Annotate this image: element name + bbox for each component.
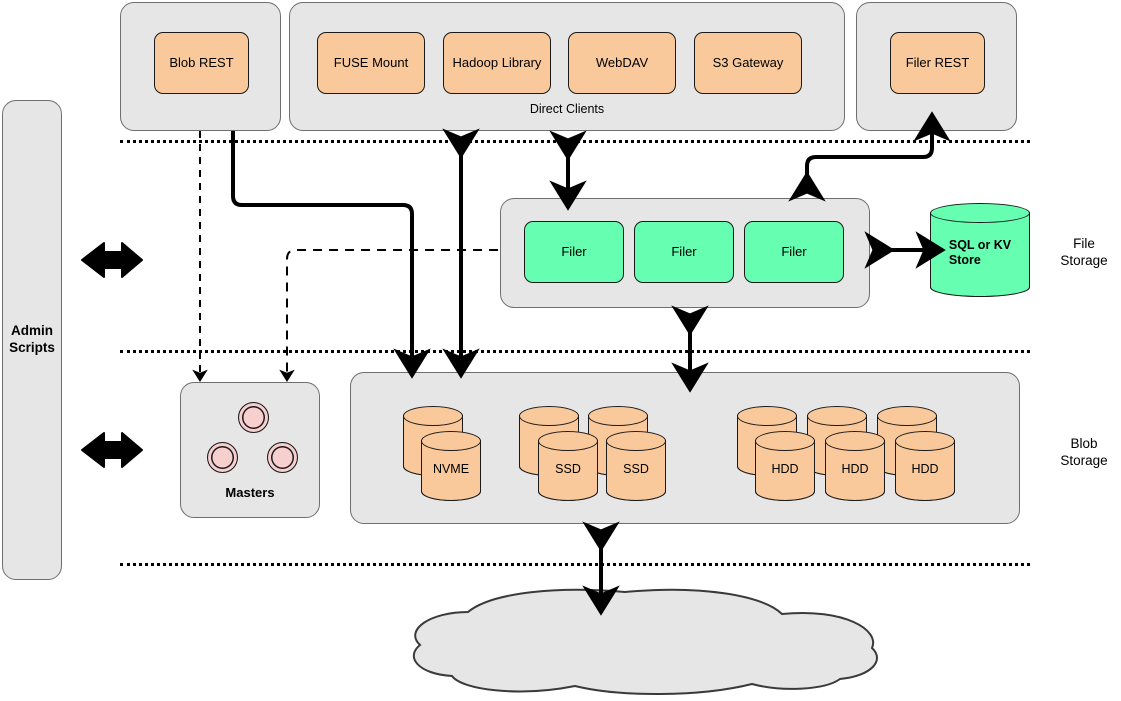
hdd-label-2: HDD [841,462,869,476]
cylinder-bottom-edge [606,482,666,501]
tier-divider-file-storage [120,350,1030,353]
tier-divider-blob-storage [120,563,1030,566]
direct-clients-caption: Direct Clients [529,102,605,117]
cylinder-top [421,431,481,451]
blob-rest-node[interactable]: Blob REST [154,32,249,94]
cylinder-bottom-edge [755,482,815,501]
nvme-cylinder-front[interactable]: NVME [421,431,481,501]
blob-storage-label-line1: Blob [1070,436,1098,452]
admin-scripts-panel[interactable]: Admin Scripts [2,100,62,580]
fuse-mount-node[interactable]: FUSE Mount [317,32,425,94]
admin-scripts-label-line2: Scripts [9,340,55,355]
cylinder-top [930,203,1030,223]
hdd-cylinder-front-2[interactable]: HDD [825,431,885,501]
filer-node-1[interactable]: Filer [524,221,624,283]
filer-rest-node[interactable]: Filer REST [890,32,985,94]
cylinder-top [403,406,463,426]
hdd-label-3: HDD [911,462,939,476]
masters-label: Masters [225,484,275,500]
master-node-1[interactable] [238,402,269,433]
filers-to-masters-link [279,249,498,382]
hdd-cylinder-front-3[interactable]: HDD [895,431,955,501]
ssd-cylinder-front-2[interactable]: SSD [606,431,666,501]
sql-or-kv-store-label: SQL or KV Store [930,203,1030,297]
admin-scripts-label: Admin Scripts [3,101,61,579]
cylinder-top [538,431,598,451]
cylinder-bottom-edge [825,482,885,501]
cylinder-body [930,212,1030,288]
sql-or-kv-store-cylinder[interactable]: SQL or KV Store [930,203,1030,297]
cylinder-top [606,431,666,451]
cylinder-top [825,431,885,451]
master-node-3[interactable] [267,442,298,473]
webdav-node[interactable]: WebDAV [568,32,676,94]
blob-rest-to-volumes-link [231,131,431,379]
volume-servers-group[interactable]: NVME SSD SSD [350,372,1020,524]
blob-rest-group[interactable]: Blob REST [120,2,281,131]
s3-gateway-node[interactable]: S3 Gateway [694,32,802,94]
filer-cluster-group[interactable]: Filer Filer Filer [500,198,870,308]
cylinder-top [737,406,797,426]
blob-storage-label-line2: Storage [1060,453,1108,468]
master-node-2[interactable] [207,442,238,473]
cylinder-top [755,431,815,451]
store-label-line1: SQL or KV [948,238,1012,252]
hdd-label-1: HDD [771,462,799,476]
file-storage-tier-label: File Storage [1048,230,1120,276]
file-storage-label-line1: File [1073,236,1095,252]
blob-storage-tier-label: Blob Storage [1048,430,1120,476]
ssd-label-1: SSD [555,462,581,476]
tier-divider-clients [120,140,1030,143]
filer-node-3[interactable]: Filer [744,221,844,283]
admin-scripts-label-line1: Admin [11,323,53,339]
cylinder-top [588,406,648,426]
cylinder-top [895,431,955,451]
admin-to-file-storage-arrow [81,242,143,278]
cylinder-bottom-edge [930,278,1030,297]
cylinder-bottom-edge [538,482,598,501]
cloud-tier-label: Cloud Tier [590,631,660,648]
masters-group[interactable]: Masters [180,382,320,518]
file-storage-label-line2: Storage [1060,253,1108,268]
hadoop-library-node[interactable]: Hadoop Library [443,32,551,94]
cylinder-bottom-edge [895,482,955,501]
cylinder-top [519,406,579,426]
hdd-cylinder-front-1[interactable]: HDD [755,431,815,501]
cylinder-top [807,406,867,426]
admin-to-blob-storage-arrow [81,432,143,468]
direct-clients-group[interactable]: FUSE Mount Hadoop Library WebDAV S3 Gate… [289,2,845,131]
cylinder-bottom-edge [421,482,481,501]
ssd-label-2: SSD [623,462,649,476]
ssd-cylinder-front-1[interactable]: SSD [538,431,598,501]
filer-node-2[interactable]: Filer [634,221,734,283]
cylinder-top [877,406,937,426]
nvme-label: NVME [432,462,470,476]
store-label-line2: Store [948,253,981,267]
filer-rest-group[interactable]: Filer REST [856,2,1017,131]
